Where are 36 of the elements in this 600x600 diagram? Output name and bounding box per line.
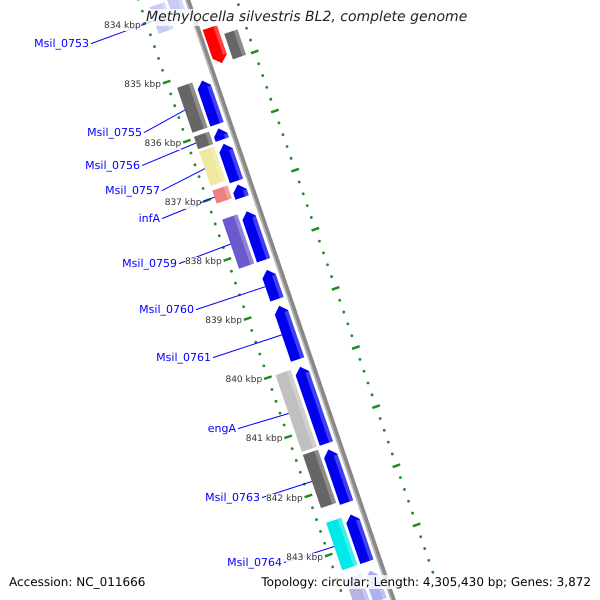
scale-label: 838 kbp	[184, 257, 222, 268]
gene-label: Msil_0760	[139, 303, 194, 316]
leader-line	[212, 334, 282, 358]
gene-label: Msil_0761	[156, 351, 211, 364]
gene-bar	[326, 518, 358, 570]
scale-label: 837 kbp	[164, 198, 202, 209]
scale-label: 842 kbp	[266, 494, 303, 504]
gene-label: Msil_0764	[227, 556, 282, 570]
scale-label: 841 kbp	[246, 434, 282, 446]
leader-line	[196, 286, 266, 310]
scale-label: 840 kbp	[225, 375, 262, 386]
leader-line	[262, 481, 312, 498]
gene-label: Msil_0753	[34, 37, 89, 50]
gene-bar	[212, 185, 232, 204]
gene-block	[262, 270, 284, 302]
gene-bar	[222, 214, 254, 269]
scale-label: 834 kbp	[104, 20, 141, 32]
accession-text: Accession: NC_011666	[9, 575, 146, 590]
gene-bar	[177, 82, 208, 133]
scale-label: 839 kbp	[205, 316, 242, 327]
gene-label: infA	[138, 212, 160, 226]
gene-label: Msil_0755	[87, 126, 142, 140]
scale-label: 835 kbp	[124, 80, 161, 90]
gene-label: Msil_0763	[205, 491, 260, 504]
gene-bar	[302, 450, 336, 508]
gene-label: Msil_0757	[105, 184, 160, 198]
gene-bar	[194, 132, 214, 150]
gene-label: engA	[208, 422, 236, 436]
leader-line	[144, 110, 186, 134]
gene-label: Msil_0756	[85, 159, 140, 172]
leader-line	[142, 142, 196, 166]
scale-label: 843 kbp	[286, 552, 323, 564]
gene-block	[274, 306, 304, 362]
gene-bar	[198, 146, 226, 186]
gene-label: Msil_0759	[122, 257, 177, 270]
scale-label: 836 kbp	[144, 138, 182, 150]
